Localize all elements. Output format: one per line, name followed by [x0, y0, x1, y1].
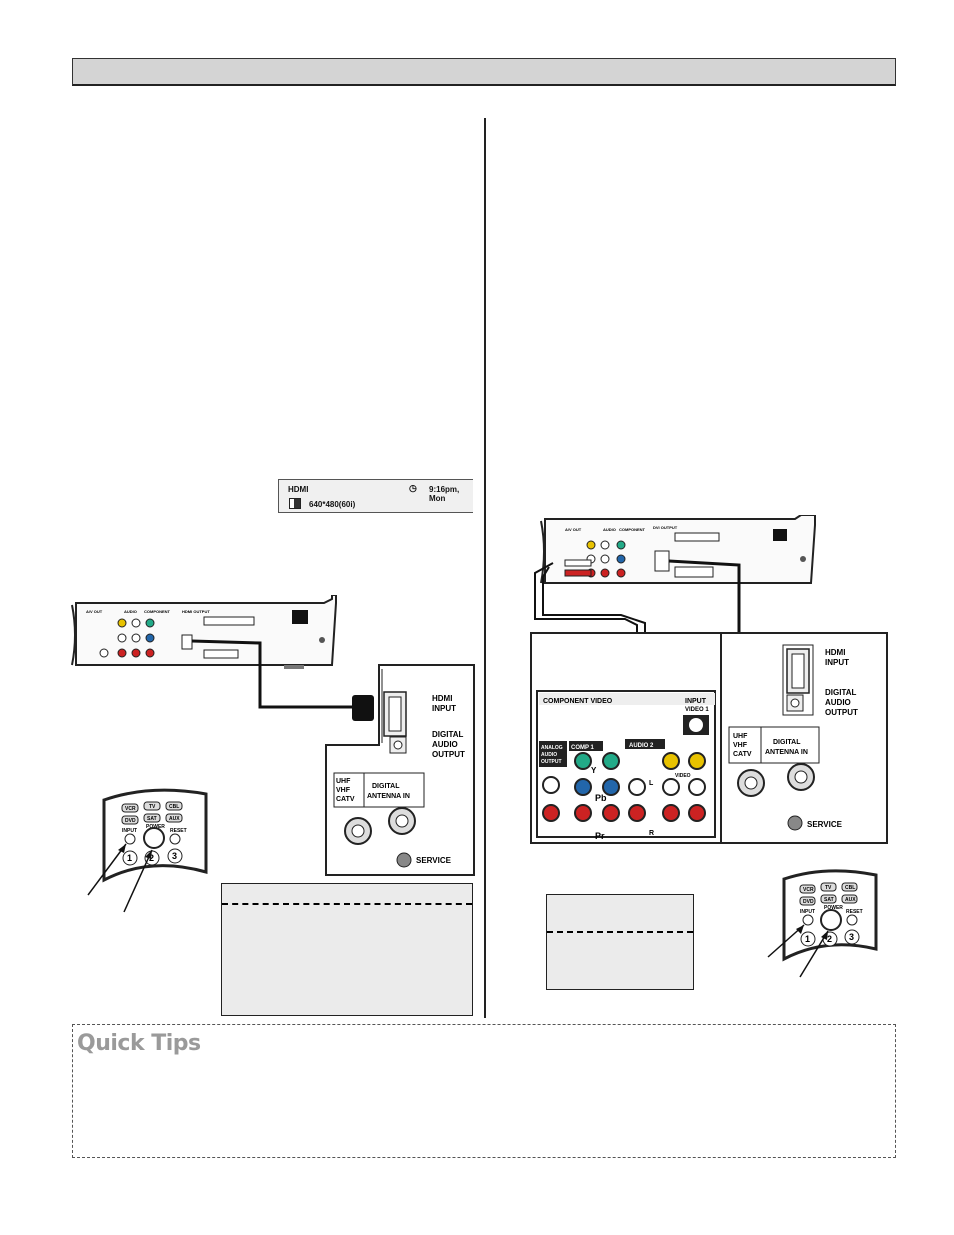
- analog-audio-label-3: OUTPUT: [541, 759, 562, 765]
- remote-right: VCR TV CBL DVD SAT AUX INPUT POWER RESET…: [767, 869, 878, 978]
- video1-label: VIDEO 1: [685, 707, 709, 713]
- tv-key: TV: [149, 804, 156, 810]
- digital-audio-label-right: DIGITAL: [825, 688, 857, 697]
- osd-resolution: 640*480(60i): [309, 500, 356, 509]
- right-connection-diagram: A/V OUT AUDIO COMPONENT DVI OUTPUT COMPO…: [530, 515, 888, 844]
- pr-label: Pr: [595, 831, 605, 841]
- hdmi-input-label-right: HDMI: [825, 648, 845, 657]
- header-bar: [72, 58, 896, 86]
- digital-audio-label-right-3: OUTPUT: [825, 708, 858, 717]
- input-label: INPUT: [685, 698, 707, 705]
- l-label: L: [649, 780, 654, 787]
- antenna-label-right-2: ANTENNA IN: [765, 749, 808, 756]
- antenna-label: DIGITAL: [372, 783, 400, 790]
- key-3-right: 3: [849, 932, 854, 942]
- osd-source: HDMI: [288, 485, 309, 494]
- key-1-right: 1: [805, 934, 810, 944]
- digital-audio-label-2: AUDIO: [432, 740, 458, 749]
- service-label: SERVICE: [416, 856, 452, 865]
- video-label: VIDEO: [675, 773, 691, 779]
- remote-left: VCR TV CBL DVD SAT AUX INPUT POWER RESET…: [87, 788, 208, 913]
- vhf-label: VHF: [336, 787, 351, 794]
- quick-tips-box: Quick Tips: [72, 1024, 896, 1158]
- half-square-icon: [289, 498, 301, 509]
- input-key-label-right: INPUT: [800, 909, 815, 915]
- key-2: 2: [149, 853, 154, 863]
- hdmi-input-label-right-2: INPUT: [825, 658, 849, 667]
- left-connection-diagram: A/V OUT AUDIO COMPONENT HDMI OUTPUT HDMI…: [71, 595, 475, 876]
- aux-key-right: AUX: [845, 897, 856, 903]
- hdmi-output-label: HDMI OUTPUT: [182, 609, 210, 614]
- digital-audio-label-right-2: AUDIO: [825, 698, 851, 707]
- key-2-right: 2: [827, 934, 832, 944]
- component-video-label: COMPONENT VIDEO: [543, 698, 613, 705]
- sat-key-right: SAT: [824, 897, 834, 903]
- digital-audio-label: DIGITAL: [432, 730, 464, 739]
- analog-audio-label: ANALOG: [541, 745, 563, 751]
- svg-text:A/V OUT: A/V OUT: [565, 527, 582, 532]
- osd-time: 9:16pm, Mon: [429, 485, 460, 503]
- quick-tips-title: Quick Tips: [77, 1031, 201, 1056]
- vhf-label-right: VHF: [733, 742, 748, 749]
- r-label: R: [649, 830, 654, 837]
- reset-key-label-right: RESET: [846, 909, 863, 915]
- antenna-label-right: DIGITAL: [773, 739, 801, 746]
- svg-text:AUDIO: AUDIO: [124, 609, 137, 614]
- dvi-output-label: DVI OUTPUT: [653, 525, 678, 530]
- analog-audio-label-2: AUDIO: [541, 752, 557, 758]
- cbl-key-right: CBL: [845, 885, 855, 891]
- clock-icon: ◷: [409, 483, 417, 493]
- svg-text:COMPONENT: COMPONENT: [144, 609, 171, 614]
- input-key-label: INPUT: [122, 828, 137, 834]
- vcr-key: VCR: [125, 806, 136, 812]
- catv-label: CATV: [336, 796, 355, 803]
- comp1-label: COMP 1: [571, 745, 595, 751]
- tv-key-right: TV: [825, 885, 832, 891]
- catv-label-right: CATV: [733, 751, 752, 758]
- dvd-key-right: DVD: [803, 899, 814, 905]
- aux-key: AUX: [169, 816, 180, 822]
- pb-label: Pb: [595, 793, 607, 803]
- uhf-label-right: UHF: [733, 733, 748, 740]
- antenna-label-2: ANTENNA IN: [367, 793, 410, 800]
- power-key-label: POWER: [146, 824, 165, 830]
- service-label-right: SERVICE: [807, 820, 843, 829]
- sat-key: SAT: [147, 816, 157, 822]
- key-3: 3: [172, 851, 177, 861]
- column-divider: [484, 118, 486, 1018]
- osd-banner: HDMI ◷ 9:16pm, Mon 640*480(60i): [278, 479, 473, 513]
- hdmi-input-label: HDMI: [432, 694, 452, 703]
- audio2-label: AUDIO 2: [629, 743, 654, 749]
- svg-text:COMPONENT: COMPONENT: [619, 527, 646, 532]
- svg-text:A/V OUT: A/V OUT: [86, 609, 103, 614]
- svg-text:AUDIO: AUDIO: [603, 527, 616, 532]
- uhf-label: UHF: [336, 778, 351, 785]
- digital-audio-label-3: OUTPUT: [432, 750, 465, 759]
- y-label: Y: [591, 766, 597, 775]
- key-1: 1: [127, 853, 132, 863]
- note-box-left: [221, 883, 473, 1016]
- hdmi-input-label-2: INPUT: [432, 704, 456, 713]
- note-box-right: [546, 894, 694, 990]
- cbl-key: CBL: [169, 804, 179, 810]
- dvd-key: DVD: [125, 818, 136, 824]
- vcr-key-right: VCR: [803, 887, 814, 893]
- reset-key-label: RESET: [170, 828, 187, 834]
- power-key-label-right: POWER: [824, 905, 843, 911]
